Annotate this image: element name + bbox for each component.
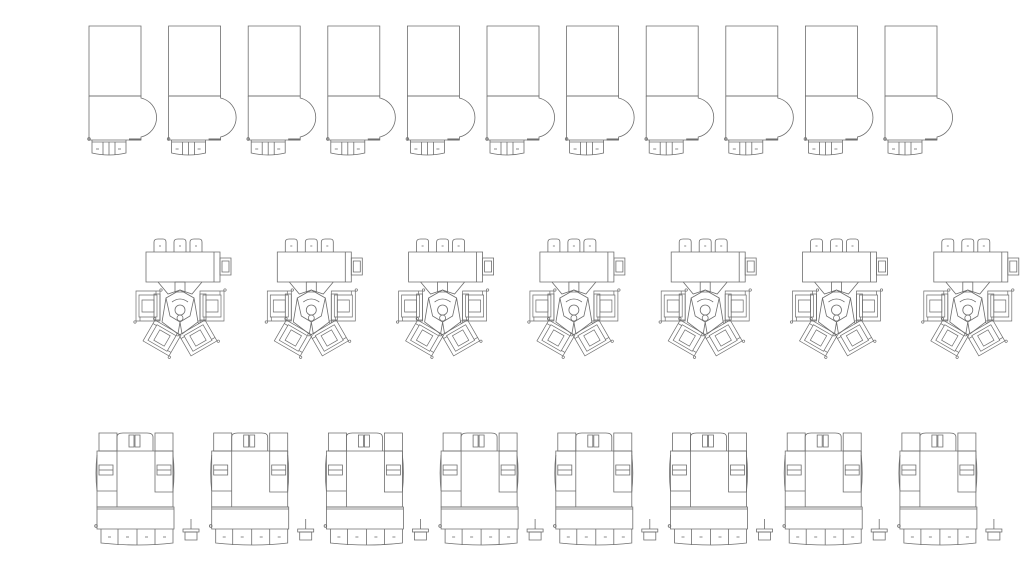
pod-cluster [396,239,493,359]
desk-unit [245,25,317,156]
pod-cluster [528,239,625,359]
desk-unit [484,25,556,156]
pod-cluster [790,239,887,359]
desk-unit [86,25,158,156]
block-unit [897,432,1003,546]
desk-unit [166,25,238,156]
desk-unit [723,25,795,156]
block-unit [438,432,544,546]
desk-unit [564,25,636,156]
pod-cluster [922,239,1019,359]
block-unit [94,432,200,546]
desk-unit [882,25,954,156]
block-unit [208,432,315,546]
block-unit [782,432,888,546]
block-unit [323,432,429,546]
pod-cluster [265,239,362,359]
desk-unit [803,25,874,156]
block-unit [553,432,659,546]
pod-cluster [659,239,756,359]
desk-unit [325,25,397,156]
desk-unit [643,25,715,156]
row-pod-clusters [134,239,1019,359]
block-unit [667,432,773,546]
row-block-units [94,432,1003,546]
pod-cluster [134,239,231,359]
row-single-desk-units [86,25,954,156]
desk-unit [405,25,476,156]
